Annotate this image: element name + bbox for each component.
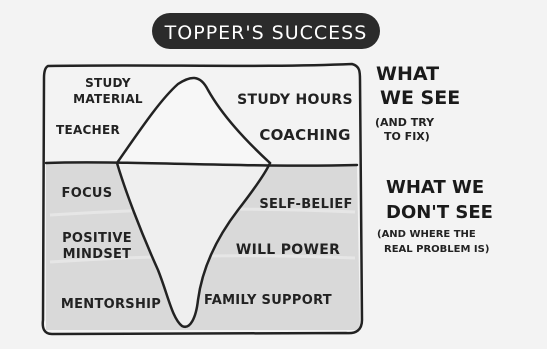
what-we-see-line2: WE SEE: [380, 87, 460, 109]
water-line: [44, 161, 359, 167]
what-we-see-line1: WHAT: [376, 63, 439, 85]
what-we-dont-see-line1: WHAT WE: [386, 177, 484, 198]
title-banner: TOPPER'S SUCCESS: [152, 13, 380, 49]
label-teacher: TEACHER: [56, 123, 120, 137]
iceberg-top: [115, 76, 272, 165]
label-will-power: WILL POWER: [236, 242, 340, 258]
what-we-dont-see-annotation: WHAT WE DON'T SEE (AND WHERE THE REAL PR…: [377, 177, 493, 255]
below-water-labels: FOCUS SELF-BELIEF POSITIVE MINDSET WILL …: [61, 186, 353, 312]
label-focus: FOCUS: [62, 186, 113, 201]
what-we-dont-see-note1: (AND WHERE THE: [377, 229, 476, 240]
what-we-see-annotation: WHAT WE SEE (AND TRY TO FIX): [375, 63, 460, 143]
label-coaching: COACHING: [259, 126, 350, 144]
title-pill: [152, 13, 380, 49]
label-positive-mindset-line2: MINDSET: [63, 247, 132, 262]
what-we-see-note2: TO FIX): [384, 130, 430, 143]
label-positive-mindset-line1: POSITIVE: [62, 231, 132, 246]
label-mentorship: MENTORSHIP: [61, 297, 161, 312]
diagram-frame: [41, 62, 364, 336]
what-we-see-note1: (AND TRY: [375, 116, 435, 129]
what-we-dont-see-line2: DON'T SEE: [386, 202, 493, 223]
label-self-belief: SELF-BELIEF: [259, 197, 352, 212]
label-family-support: FAMILY SUPPORT: [204, 293, 332, 308]
above-water-labels: STUDY MATERIAL STUDY HOURS TEACHER COACH…: [56, 76, 353, 144]
label-study-hours: STUDY HOURS: [237, 92, 353, 108]
iceberg-bottom: [115, 161, 272, 328]
what-we-dont-see-note2: REAL PROBLEM IS): [384, 244, 489, 255]
label-study-material-line2: MATERIAL: [73, 92, 143, 106]
page-title: TOPPER'S SUCCESS: [164, 22, 368, 44]
label-study-material-line1: STUDY: [85, 76, 131, 90]
